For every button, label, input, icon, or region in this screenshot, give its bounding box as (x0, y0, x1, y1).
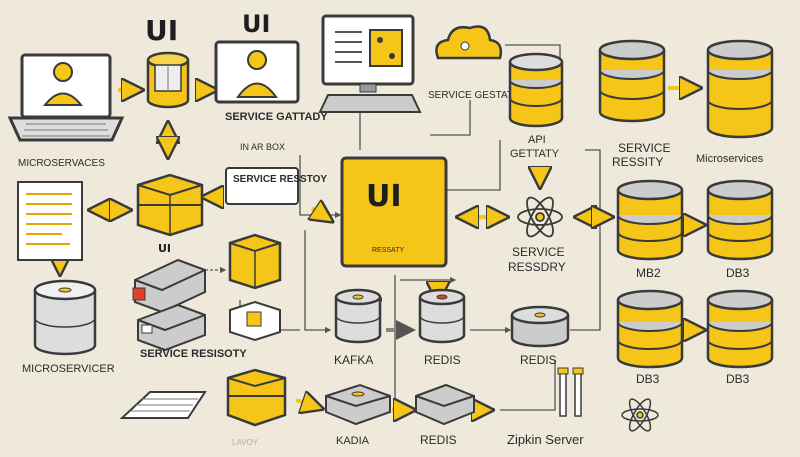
server-icon (137, 303, 206, 352)
box-icon (226, 368, 287, 427)
redis-label-3: REDIS (420, 433, 457, 447)
service-gateway-sub-label: IN AR BOX (240, 142, 285, 152)
ui-top-center-label: UI (242, 10, 270, 38)
box-icon (136, 173, 204, 237)
database-icon (510, 305, 570, 348)
atom-icon (517, 196, 563, 238)
database-icon (706, 289, 774, 369)
keyboard-icon (119, 391, 207, 419)
box-icon (229, 300, 281, 342)
central-ui-box (340, 156, 448, 268)
service-ressdry-label-2: RESSDRY (508, 260, 566, 274)
server-icon (415, 383, 475, 426)
laptop-icon (7, 53, 125, 142)
service-registry-box-label: SERVICE RESSTOY (233, 174, 327, 185)
document-icon (17, 181, 83, 261)
redis-label-1: REDIS (424, 353, 461, 367)
database-icon (508, 52, 564, 128)
service-ressity-label-2: RESSITY (612, 155, 663, 169)
faint-bottom-label: LAVOY (232, 438, 259, 447)
cloud-icon (435, 25, 503, 60)
keyboard-icon (318, 94, 422, 113)
redis-label-2: REDIS (520, 353, 557, 367)
db3-label-b: DB3 (636, 372, 660, 386)
database-icon (706, 179, 774, 261)
yellow-arrows (60, 88, 702, 410)
database-icon (598, 39, 666, 123)
mb2-label: MB2 (636, 266, 661, 280)
atom-icon (621, 398, 659, 432)
zipkin-server-icon (557, 367, 584, 417)
monitor-icon (321, 14, 415, 93)
database-icon (146, 51, 190, 109)
api-gateway-label-2: GETTATY (510, 148, 560, 160)
database-icon (616, 289, 684, 369)
ui-center-label: UI (366, 179, 402, 214)
service-gestaty-label: SERVICE GESTATY (428, 90, 520, 101)
ui-top-left-label: UI (145, 14, 178, 47)
server-icon (132, 258, 206, 314)
db3-label-a: DB3 (726, 266, 750, 280)
service-registry-box (225, 167, 299, 205)
database-icon (706, 39, 774, 139)
kafka-label-1: KAFKA (334, 353, 373, 367)
database-icon (418, 288, 466, 344)
database-icon (334, 288, 382, 344)
zipkin-label: Zipkin Server (507, 432, 584, 447)
service-gateway-label: SERVICE GATTADY (225, 111, 328, 123)
service-ressdry-label-1: SERVICE (512, 245, 564, 259)
service-ressity-label-1: SERVICE (618, 141, 670, 155)
database-icon (616, 179, 684, 261)
server-icon (325, 383, 391, 426)
service-resisoty-label-1: SERVICE RESISOTY (140, 348, 247, 360)
microservices-right-label: Microservices (696, 153, 764, 165)
ui-center-sub-label: RESSATY (372, 247, 404, 254)
microservices-left-label: MICROSERVACES (18, 158, 105, 169)
ui-small-label: UI (158, 242, 171, 255)
box-icon (228, 233, 282, 290)
db3-label-c: DB3 (726, 372, 750, 386)
kafka-label-2: KADIA (336, 435, 370, 447)
microservicer-label: MICROSERVICER (22, 363, 115, 375)
monitor-icon (214, 40, 300, 104)
database-icon (33, 279, 97, 356)
api-gateway-label-1: API (528, 134, 546, 146)
